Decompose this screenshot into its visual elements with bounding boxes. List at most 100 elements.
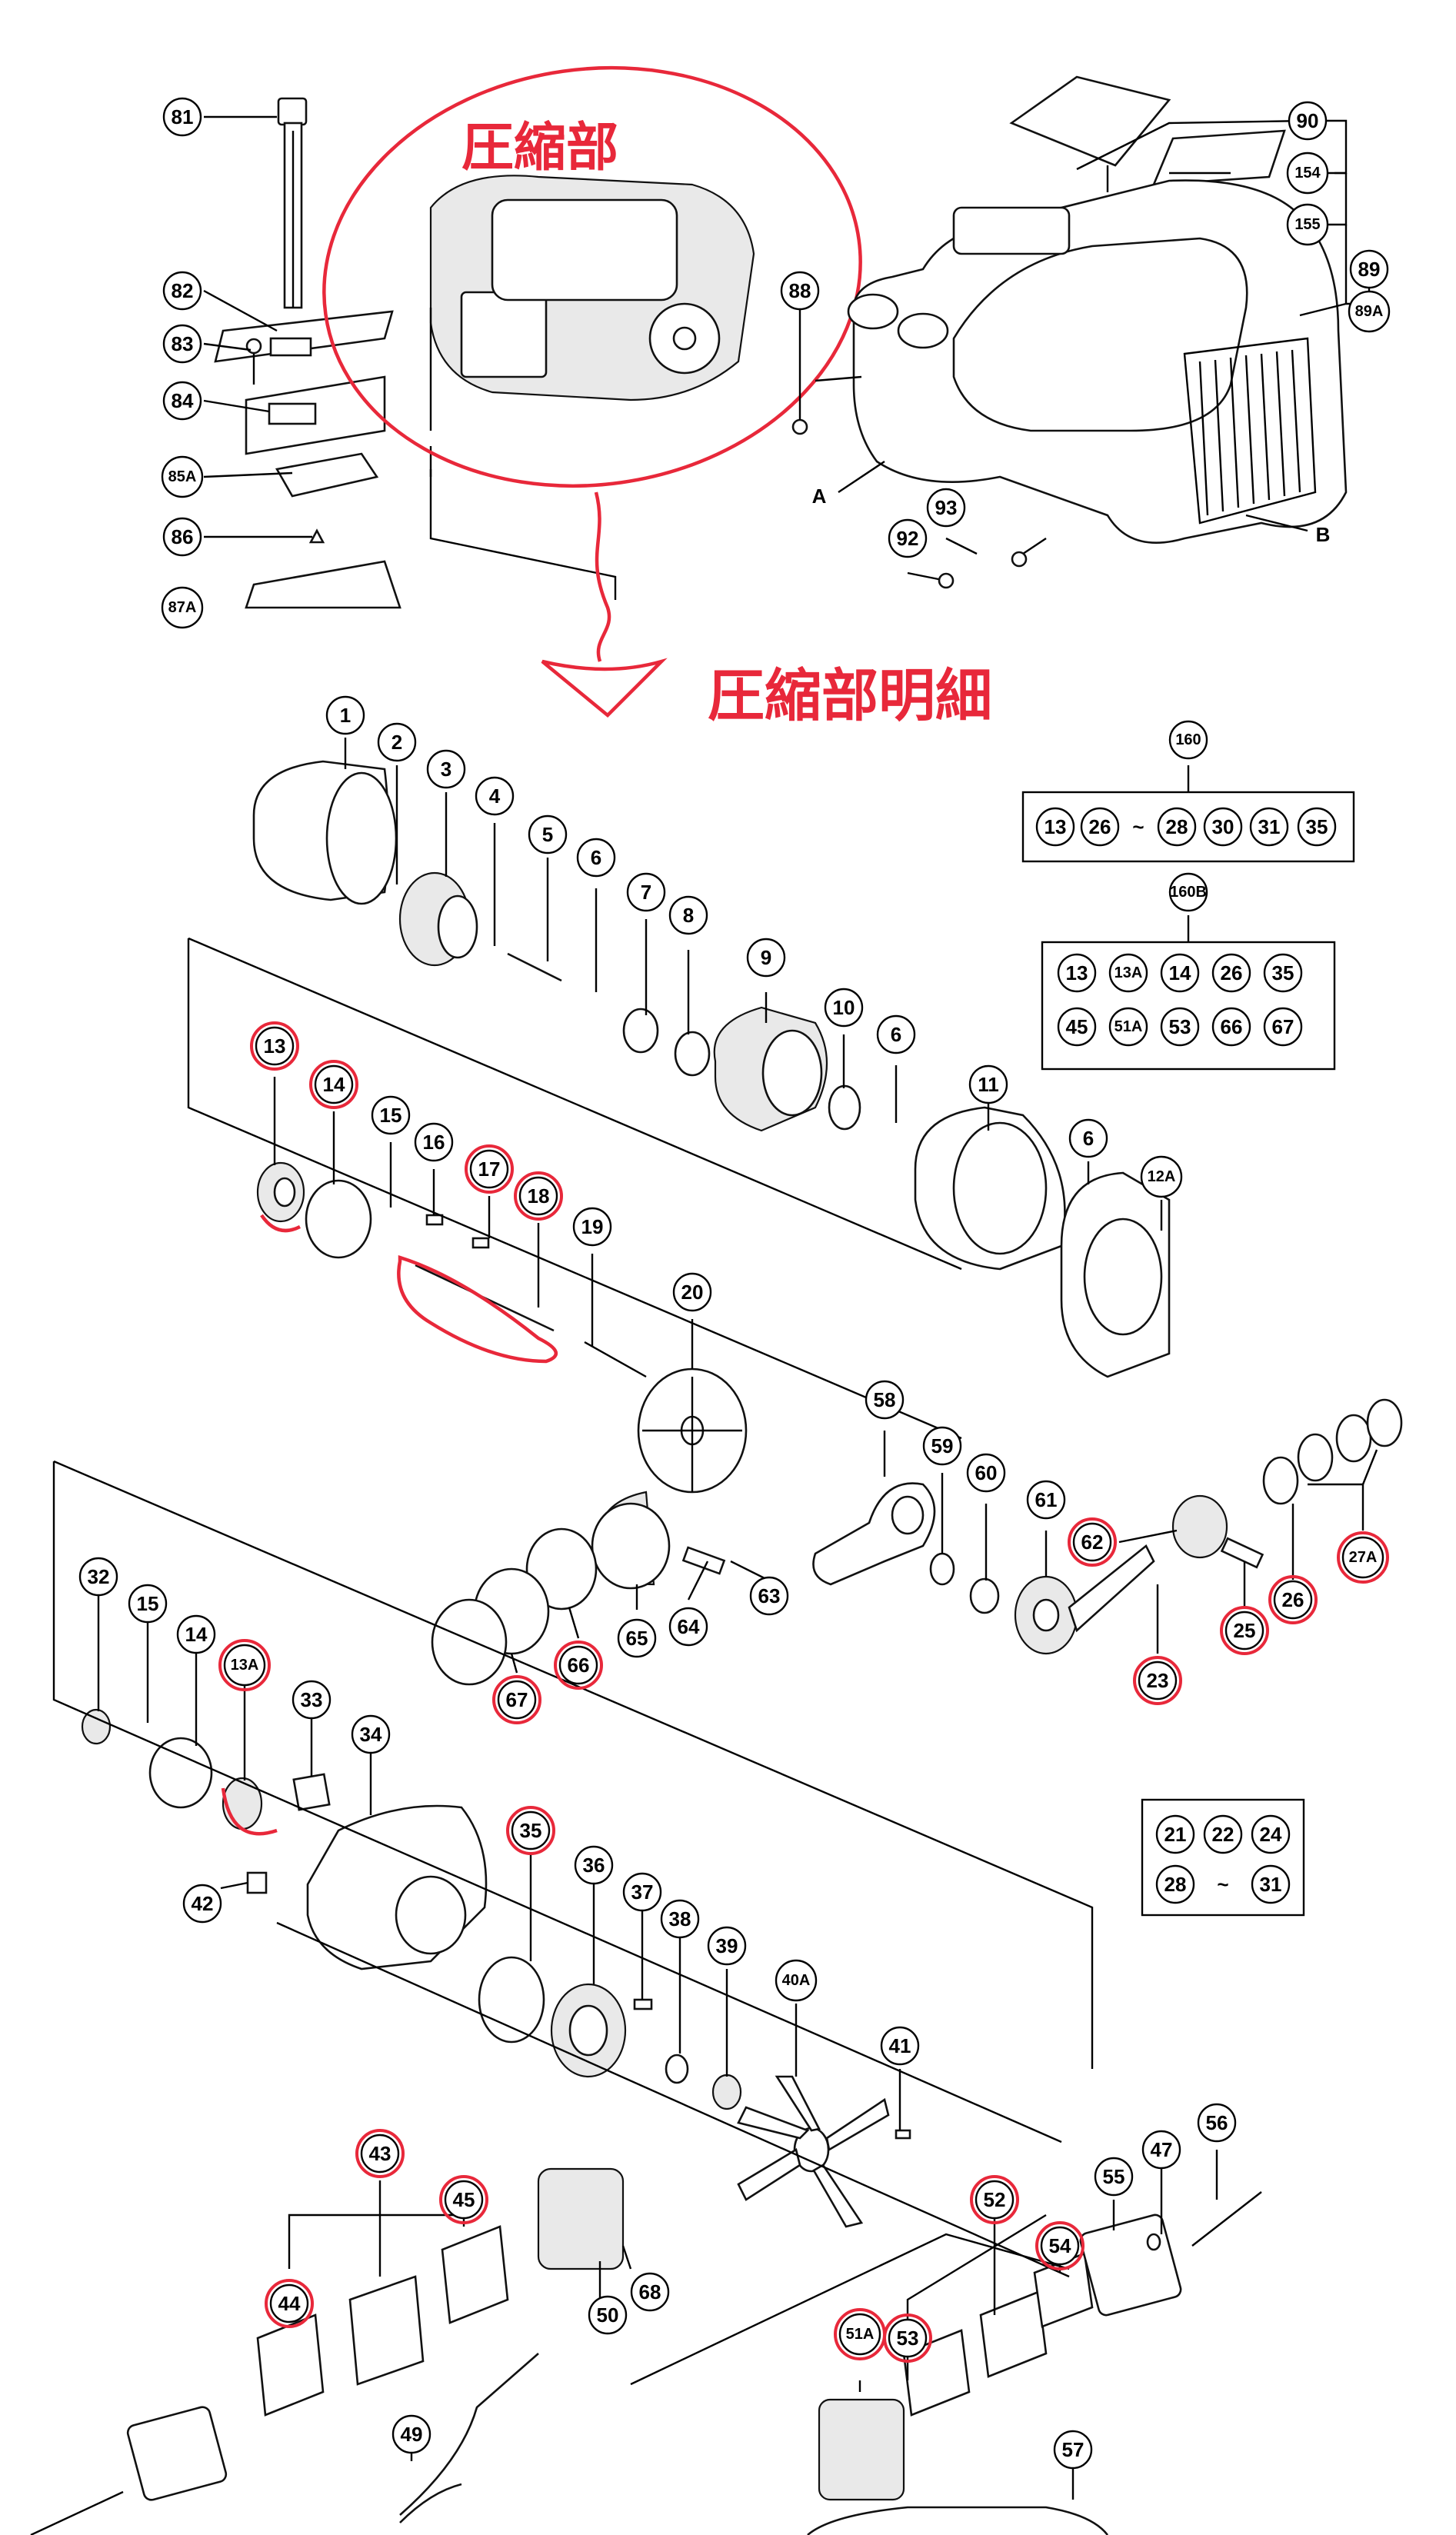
callout-p54: 54 (1035, 2221, 1085, 2270)
part-number: 92 (897, 527, 919, 550)
red-mark-circle (970, 2175, 1019, 2224)
kit-item-circle (1249, 807, 1289, 847)
part-number: 37 (631, 1880, 654, 1904)
part-number: 8 (683, 904, 694, 927)
callout-p47: 47 (1141, 2130, 1181, 2170)
part-number: 1 (340, 704, 351, 727)
red-mark-circle (1035, 2221, 1085, 2270)
part-number: 26 (1282, 1588, 1304, 1611)
part-number: 42 (192, 1892, 214, 1915)
callout-circle (497, 1680, 537, 1720)
kit-item-circle (1155, 1814, 1195, 1854)
kitset-item: 22 (1203, 1814, 1243, 1854)
red-mark-circle (218, 1639, 271, 1691)
kit-item-circle (1035, 807, 1075, 847)
red-highlight-marks (221, 1214, 558, 1836)
kit-160B-box (1041, 915, 1336, 1071)
callout-p39: 39 (707, 1926, 747, 1966)
red-mark-circle (355, 2129, 405, 2178)
callout-circle (968, 1064, 1008, 1104)
callout-p44: 44 (265, 2279, 314, 2328)
callout-circle (414, 1122, 454, 1162)
callout-p33: 33 (292, 1680, 332, 1720)
kit-item-circle (1263, 953, 1303, 993)
callout-p25: 25 (1220, 1606, 1269, 1655)
cover-grille (1183, 337, 1317, 525)
callout-p8: 8 (668, 895, 708, 935)
callout-circle (518, 1176, 558, 1216)
part-number: 62 (1081, 1531, 1104, 1554)
callout-circle (1273, 1580, 1313, 1620)
part-number: 154 (1294, 165, 1321, 182)
kit-item-circle (1108, 953, 1148, 993)
part-number: 93 (935, 496, 958, 519)
part-number: 86 (172, 525, 194, 548)
callout-circle (377, 722, 417, 762)
callout-circle (360, 2134, 400, 2174)
callout-p60: 60 (966, 1453, 1006, 1493)
kit-item-number: 45 (1066, 1015, 1088, 1038)
kit-item-number: 31 (1258, 815, 1281, 838)
kit-item-circle (1157, 807, 1197, 847)
part-number: 89A (1355, 303, 1384, 320)
kit160-item: 31 (1249, 807, 1289, 847)
overview-section: 圧縮部 (203, 65, 1371, 718)
callout-p67: 67 (492, 1675, 541, 1724)
callout-circle (128, 1584, 168, 1624)
kit-item-number: 14 (1169, 961, 1191, 984)
callout-circle (162, 381, 202, 421)
kitset-item: 21 (1155, 1814, 1195, 1854)
callout-p53: 53 (883, 2313, 932, 2363)
part-number: 13A (231, 1657, 259, 1674)
callout-p59: 59 (922, 1426, 962, 1466)
part-number: 68 (639, 2280, 661, 2303)
callout-p6a: 6 (576, 838, 616, 878)
kit-item-circle (1203, 807, 1243, 847)
callout-p55: 55 (1094, 2157, 1134, 2197)
callout-circle (162, 271, 202, 311)
range-symbol: ~ (1132, 815, 1144, 838)
label-a: A (812, 485, 827, 508)
kit-item-number: 22 (1212, 1823, 1234, 1846)
kit-item-circle (1080, 807, 1120, 847)
kit-item-circle (1251, 1864, 1291, 1904)
callout-circle (888, 518, 928, 558)
kit160B-item: 14 (1160, 953, 1200, 993)
callout-circle (78, 1557, 118, 1597)
callout-p14b: 14 (176, 1614, 216, 1654)
compression-section-label: 圧縮部 (461, 117, 618, 178)
callout-p23: 23 (1133, 1656, 1182, 1705)
callout-p27A: 27A (1337, 1531, 1389, 1584)
callout-circle (1197, 2103, 1237, 2143)
kit-item-number: 35 (1272, 961, 1294, 984)
kit-item-circle (1297, 807, 1337, 847)
kit-item-number: 13 (1045, 815, 1067, 838)
callout-circle (1348, 290, 1391, 333)
callout-p6b: 6 (876, 1014, 916, 1054)
part-number: 18 (528, 1184, 550, 1208)
callout-p81: 81 (162, 97, 202, 137)
callout-circle (626, 872, 666, 912)
callout-circle (1068, 1118, 1108, 1158)
callout-p66: 66 (554, 1641, 603, 1690)
callout-p63: 63 (749, 1576, 789, 1616)
part-number: 6 (1083, 1127, 1094, 1150)
callout-circle (588, 2295, 628, 2335)
part-number: 67 (506, 1688, 528, 1711)
part-number: 16 (423, 1131, 445, 1154)
kit160-item: 26 (1080, 807, 1120, 847)
red-mark-circle (492, 1675, 541, 1724)
kit-item-number: 28 (1166, 815, 1188, 838)
range-symbol: ~ (1217, 1873, 1228, 1896)
part-number: 36 (583, 1854, 605, 1877)
callout-p84: 84 (162, 381, 202, 421)
callout-p92: 92 (888, 518, 928, 558)
kit160-item: 30 (1203, 807, 1243, 847)
callout-p155: 155 (1286, 203, 1329, 246)
part-number: 43 (369, 2142, 391, 2165)
red-mark-circle (506, 1806, 555, 1855)
callout-p12A: 12A (1140, 1155, 1183, 1198)
callout-circle (182, 1884, 222, 1924)
callout-p88: 88 (780, 271, 820, 311)
